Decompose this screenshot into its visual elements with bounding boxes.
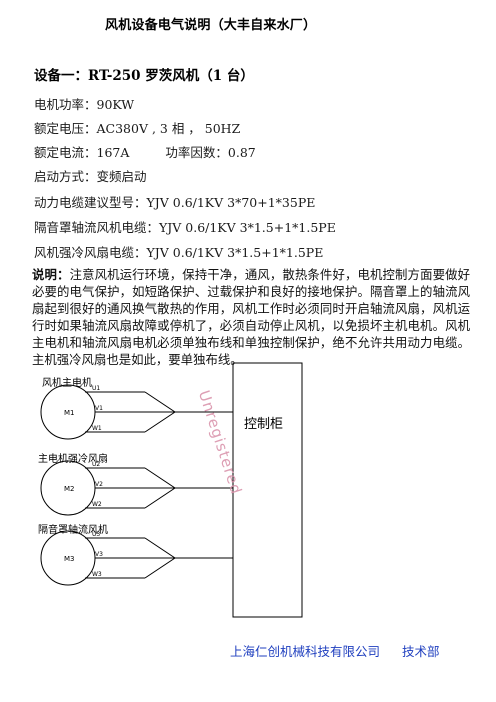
motor-3-terminal-u: U3 xyxy=(92,531,100,538)
spec-current-row: 额定电流：167A 功率因数：0.87 xyxy=(34,142,256,161)
note-text: 注意风机运行环境，保持干净，通风，散热条件好，电机控制方面要做好必要的电气保护，… xyxy=(32,267,471,367)
footer-department: 技术部 xyxy=(402,644,440,659)
motor-1-label: 风机主电机 xyxy=(42,376,92,389)
control-cabinet-label: 控制柜 xyxy=(244,417,283,432)
spec-power: 电机功率：90KW xyxy=(34,97,135,112)
footer: 上海仁创机械科技有限公司 技术部 xyxy=(230,641,440,660)
motor-3-id: M3 xyxy=(64,555,75,563)
motor-1-terminal-w: W1 xyxy=(92,425,102,432)
spec-axial-fan-cable: 隔音罩轴流风机电缆：YJV 0.6/1KV 3*1.5+1*1.5PE xyxy=(34,220,336,235)
control-cabinet-box xyxy=(232,362,303,618)
motor-2-terminal-v: V2 xyxy=(95,481,103,488)
motor-2-terminal-w: W2 xyxy=(92,501,102,508)
motor-1-terminal-u: U1 xyxy=(92,385,100,392)
motor-2-terminal-u: U2 xyxy=(92,461,100,468)
spec-start-mode: 启动方式：变频启动 xyxy=(34,169,147,184)
footer-company: 上海仁创机械科技有限公司 xyxy=(230,644,381,659)
spec-voltage: 额定电压：AC380V , 3 相 ， 50HZ xyxy=(34,121,241,136)
spec-power-cable: 动力电缆建议型号：YJV 0.6/1KV 3*70+1*35PE xyxy=(34,195,316,210)
motor-1-terminal-v: V1 xyxy=(95,405,103,412)
motor-3-label: 隔音罩轴流风机 xyxy=(38,523,108,536)
note-lead: 说明： xyxy=(32,267,70,282)
note-paragraph: 说明：注意风机运行环境，保持干净，通风，散热条件好，电机控制方面要做好必要的电气… xyxy=(32,266,470,368)
spec-cooling-fan-cable: 风机强冷风扇电缆：YJV 0.6/1KV 3*1.5+1*1.5PE xyxy=(34,245,324,260)
spec-current: 额定电流：167A xyxy=(34,145,130,160)
motor-2-label: 主电机强冷风扇 xyxy=(38,452,108,465)
motor-3-terminal-w: W3 xyxy=(92,571,102,578)
equipment-heading: 设备一：RT-250 罗茨风机（1 台） xyxy=(34,68,254,84)
motor-2-id: M2 xyxy=(64,485,75,493)
motor-1-id: M1 xyxy=(64,409,75,417)
motor-3-terminal-v: V3 xyxy=(95,551,103,558)
spec-power-factor: 功率因数：0.87 xyxy=(165,145,256,160)
document-title: 风机设备电气说明（大丰自来水厂） xyxy=(105,18,317,33)
